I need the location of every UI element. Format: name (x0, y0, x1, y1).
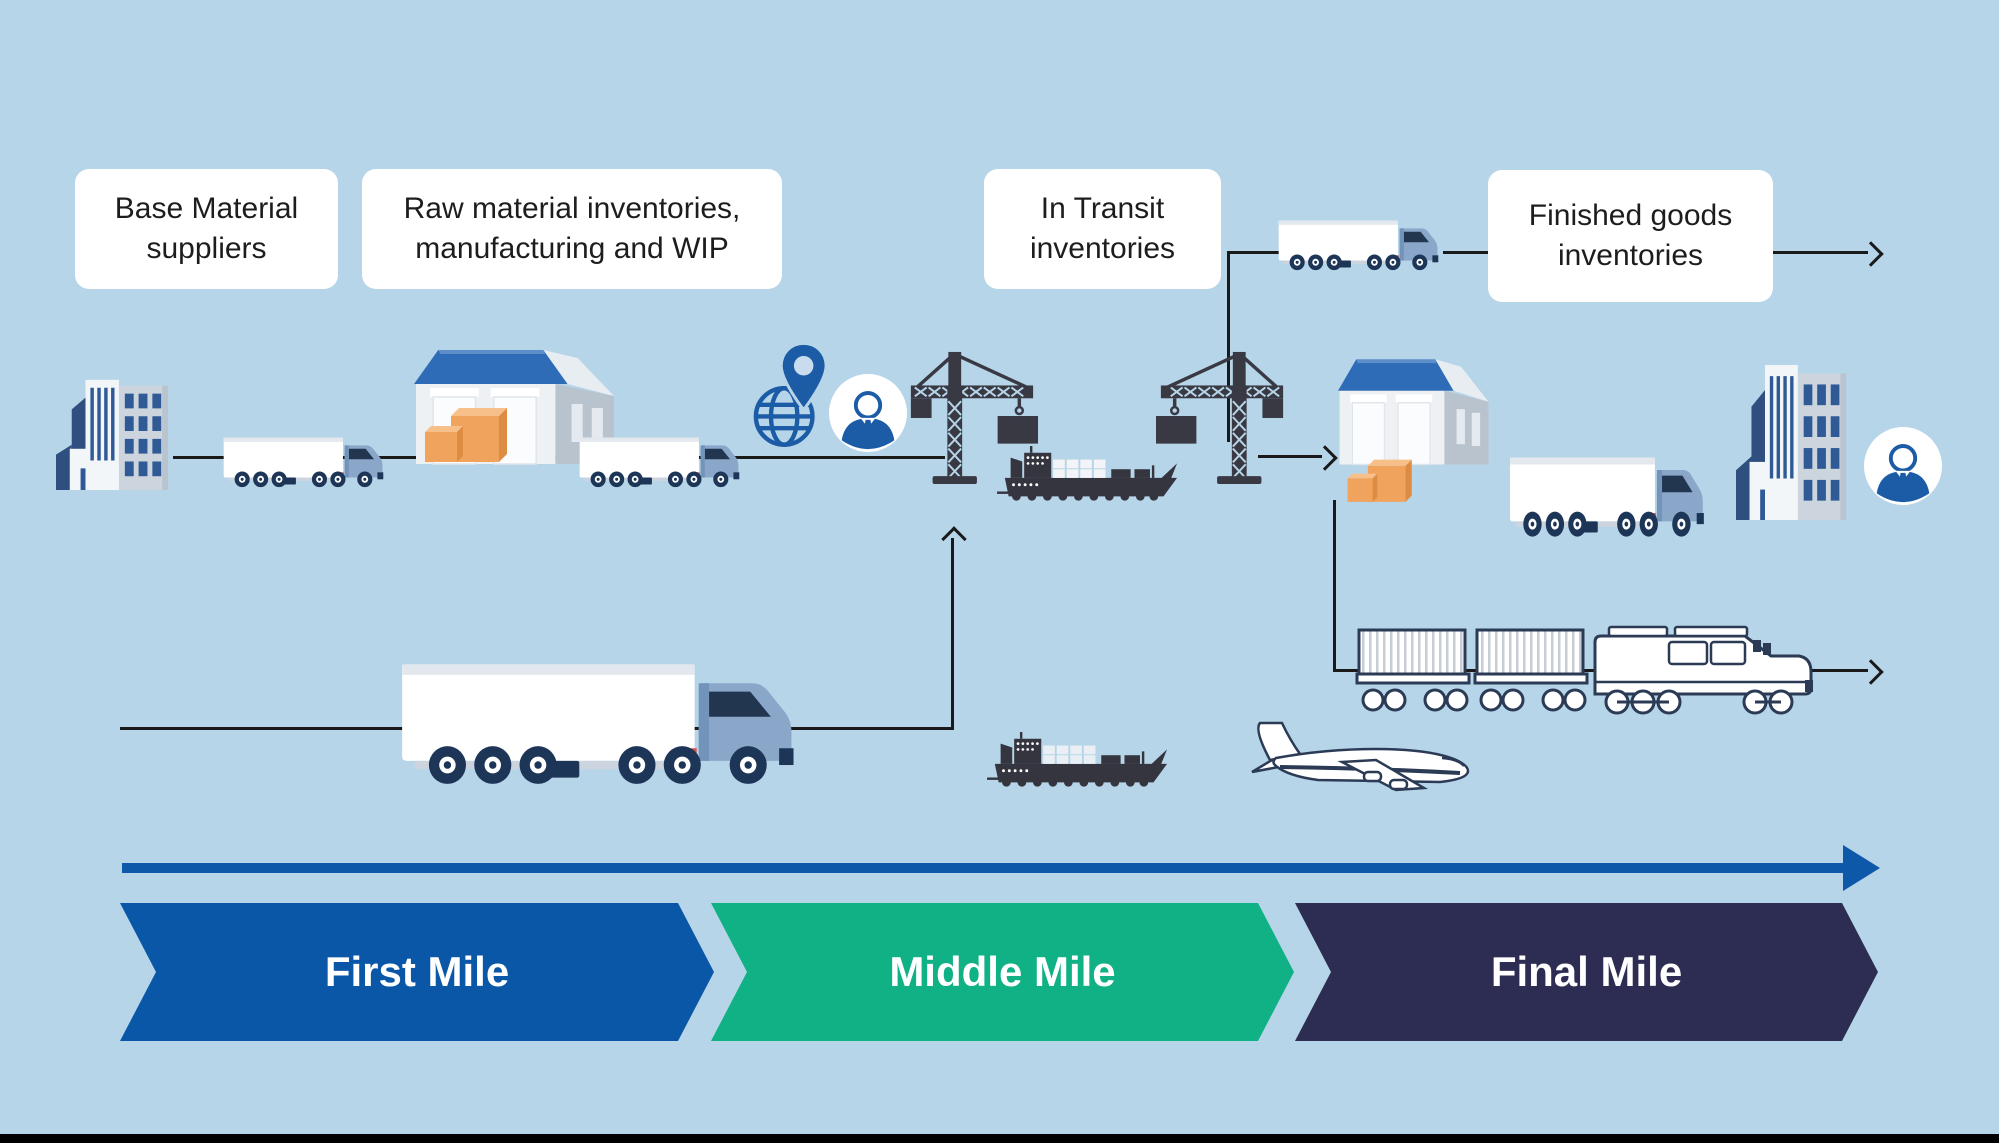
stage-chevron-final-mile: Final Mile (1295, 903, 1878, 1041)
flow-line-transit-left (1227, 251, 1283, 254)
label-text: In Transit inventories (1029, 192, 1176, 265)
flow-arrowhead-right-icon (1858, 241, 1884, 267)
timeline-arrowhead-icon (1843, 845, 1880, 891)
footer-bar (0, 1134, 1999, 1143)
harbor-crane-icon (1156, 351, 1284, 485)
flow-line-up-vertical (951, 538, 954, 730)
stage-label: Middle Mile (889, 948, 1116, 995)
truck-icon (223, 437, 384, 488)
flow-line-right-vertical (1333, 500, 1336, 672)
flow-line-transit-vertical (1227, 252, 1230, 442)
factory-building-icon (56, 379, 169, 490)
label-raw-material-inventories: Raw material inventories, manufacturing … (362, 169, 782, 289)
cargo-boxes-icon (1347, 459, 1412, 502)
label-text: Base Material suppliers (114, 192, 299, 265)
truck-icon (402, 664, 794, 784)
label-text: Raw material inventories, manufacturing … (403, 192, 741, 265)
flow-arrowhead-up-icon (941, 526, 967, 552)
flow-line-into-warehouse (1258, 455, 1322, 458)
globe-location-icon (753, 341, 828, 447)
container-ship-icon (987, 732, 1168, 787)
truck-icon (579, 437, 740, 488)
truck-icon (1510, 457, 1704, 537)
label-base-material-suppliers: Base Material suppliers (75, 169, 338, 289)
timeline-arrow-shaft (122, 863, 1844, 873)
consumer-person-icon (1864, 427, 1942, 505)
stage-chevron-first-mile: First Mile (120, 903, 714, 1041)
stage-label: Final Mile (1490, 948, 1683, 995)
cargo-boxes-icon (425, 408, 507, 462)
logistics-manager-icon (829, 374, 907, 452)
harbor-crane-icon (910, 351, 1038, 485)
container-ship-icon (997, 446, 1178, 501)
warehouse-icon (1338, 359, 1489, 466)
truck-icon (1278, 220, 1439, 271)
cargo-plane-icon (1251, 721, 1470, 792)
stage-label: First Mile (324, 948, 510, 995)
retailer-building-icon (1736, 365, 1847, 520)
flow-line-transit-right (1443, 251, 1489, 254)
label-in-transit-inventories: In Transit inventories (984, 169, 1221, 289)
flow-arrowhead-right-icon (1858, 659, 1884, 685)
label-text: Finished goods inventories (1528, 199, 1733, 272)
flow-line-finished-out (1773, 251, 1868, 254)
freight-train-icon (1355, 625, 1813, 715)
flow-arrowhead-right-icon (1312, 445, 1338, 471)
label-finished-goods-inventories: Finished goods inventories (1488, 170, 1773, 302)
stage-chevron-middle-mile: Middle Mile (711, 903, 1294, 1041)
